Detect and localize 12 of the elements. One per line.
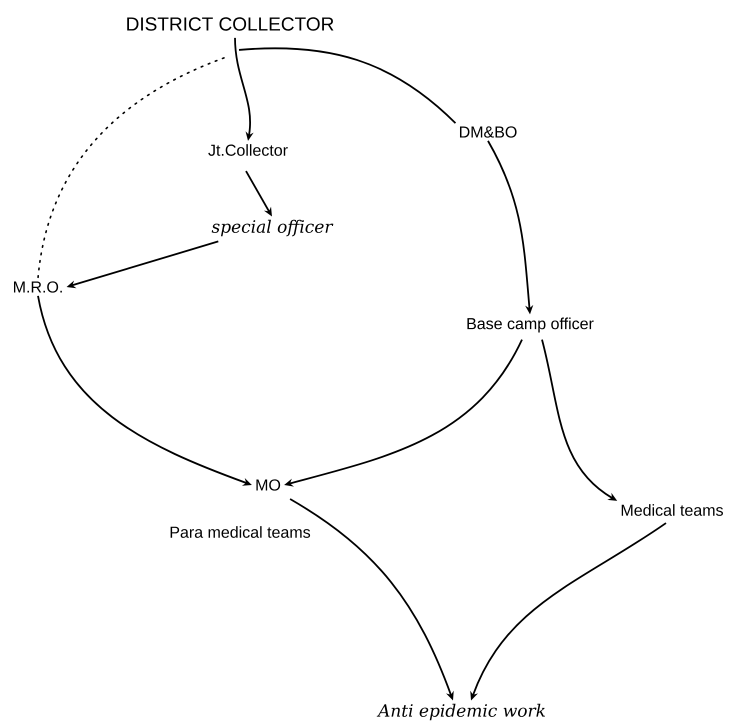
role-label: special officer (212, 220, 334, 236)
role-label: M.R.O. (14, 281, 62, 293)
role-label: Anti epidemic work (376, 704, 545, 720)
role-label: Medical teams (622, 504, 723, 516)
dotted-line (37, 57, 225, 279)
node-caption: Para medical teams (170, 526, 310, 538)
role-label: DISTRICT COLLECTOR (127, 17, 334, 31)
role-label: DM&BO (460, 126, 517, 138)
connector-line (238, 47, 456, 124)
role-label: Base camp officer (467, 318, 594, 332)
role-label: Jt.Collector (208, 144, 288, 156)
role-label: MO (256, 479, 280, 491)
